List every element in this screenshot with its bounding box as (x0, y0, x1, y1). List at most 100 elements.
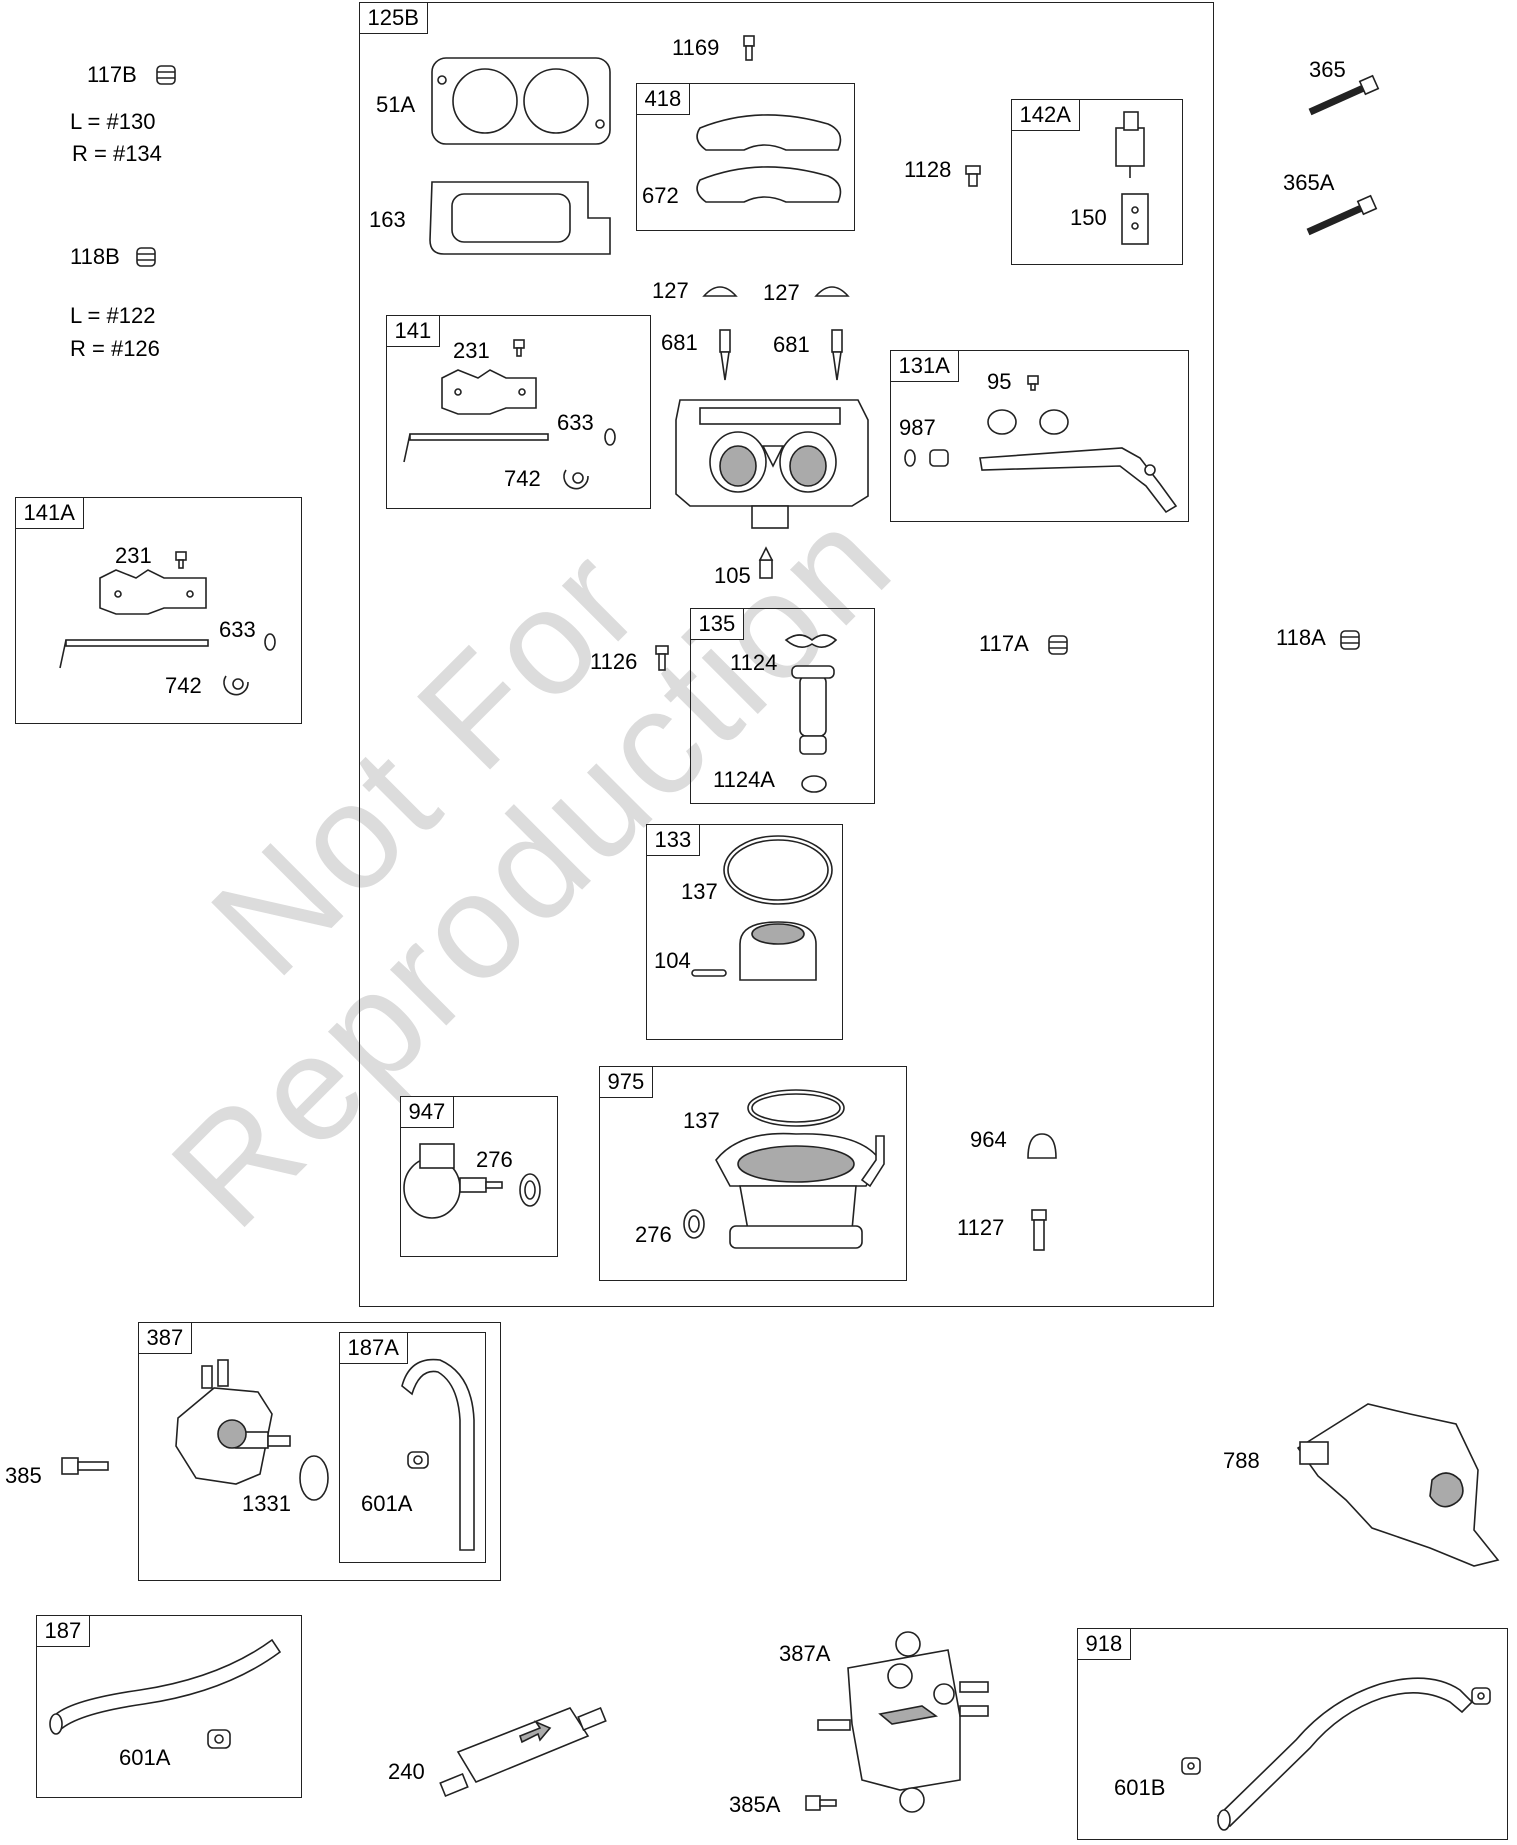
part-672: 672 (642, 183, 679, 208)
note-118b-right: R = #126 (70, 336, 160, 361)
gasket-51a-icon (431, 57, 611, 145)
gasket-1124a-icon (801, 775, 827, 793)
shield-788-icon (1296, 1403, 1500, 1567)
group-133-label: 133 (645, 823, 701, 856)
clamp-918-icon (1471, 1687, 1491, 1705)
valve-105-icon (758, 546, 774, 579)
group-141: 141 (385, 314, 651, 509)
cap-964-icon (1027, 1133, 1057, 1159)
group-131a-label: 131A (889, 349, 959, 382)
part-742-in-141: 742 (504, 466, 541, 491)
group-187a-label: 187A (338, 1331, 408, 1364)
part-633-in-141a: 633 (219, 617, 256, 642)
oring-137a-icon (723, 835, 833, 905)
part-1169: 1169 (672, 35, 720, 60)
clamp-601b-icon (1181, 1757, 1201, 1775)
group-131a: 131A (889, 349, 1189, 522)
group-135-label: 135 (689, 607, 745, 640)
group-141a: 141A (14, 496, 302, 724)
bolt-385-icon (61, 1457, 109, 1475)
group-142a: 142A (1010, 98, 1183, 265)
fuel-bowl-975-icon (715, 1132, 885, 1249)
part-276-in-975: 276 (635, 1222, 672, 1247)
part-240: 240 (388, 1759, 425, 1784)
part-633-in-141: 633 (557, 410, 594, 435)
part-601a-in-187: 601A (119, 1745, 171, 1770)
part-601a-in-187a: 601A (361, 1491, 413, 1516)
part-163: 163 (369, 207, 406, 232)
screw-1126-icon (655, 645, 669, 671)
rod-141a-icon (59, 639, 209, 669)
part-681-right: 681 (773, 332, 810, 357)
part-1127: 1127 (957, 1215, 1005, 1240)
screw-1127-icon (1031, 1209, 1047, 1251)
part-117a: 117A (979, 631, 1029, 656)
washer-633b-icon (264, 633, 276, 651)
bushing-987-icon (904, 449, 949, 467)
part-231-in-141a: 231 (115, 543, 152, 568)
part-105: 105 (714, 563, 751, 588)
group-141a-label: 141A (14, 496, 84, 529)
part-964: 964 (970, 1127, 1007, 1152)
bracket-142a-icon (1115, 111, 1145, 178)
group-125b: 125B (358, 1, 1214, 1307)
rod-141-icon (403, 433, 549, 463)
part-788: 788 (1223, 1448, 1260, 1473)
part-137-in-133: 137 (681, 879, 718, 904)
bowl-133-icon (739, 921, 817, 981)
note-118b-left: L = #122 (70, 303, 156, 328)
clip-742b-icon (223, 675, 249, 696)
group-387-label: 387 (137, 1321, 193, 1354)
part-127-left: 127 (652, 278, 689, 303)
part-1128: 1128 (904, 157, 952, 182)
part-117b: 117B (87, 62, 137, 87)
part-118b: 118B (70, 244, 120, 269)
group-918-label: 918 (1076, 1627, 1132, 1660)
part-385a: 385A (729, 1792, 781, 1817)
screw-95-icon (1027, 375, 1039, 391)
part-742-in-141a: 742 (165, 673, 202, 698)
part-1124a: 1124A (713, 767, 775, 792)
part-127-right: 127 (763, 280, 800, 305)
needle-681b-icon (831, 329, 843, 381)
grommet-118a-icon (1340, 630, 1360, 650)
hose-187a-icon (401, 1358, 475, 1551)
screw-231b-icon (175, 551, 187, 569)
grommet-117a-icon (1048, 635, 1068, 655)
bolt-365-icon (1308, 74, 1380, 116)
group-135: 135 (689, 607, 875, 804)
part-118a: 118A (1276, 625, 1326, 650)
note-117b-left: L = #130 (70, 109, 156, 134)
bolt-365a-icon (1306, 194, 1378, 236)
clip-742a-icon (563, 469, 589, 490)
screw-231a-icon (513, 339, 525, 357)
hose-187-icon (49, 1638, 282, 1735)
gasket-163-icon (429, 181, 611, 255)
screw-1128-icon (965, 165, 981, 187)
disc-131a-icon (987, 409, 1069, 435)
group-418-label: 418 (635, 82, 691, 115)
fuel-pump-387-icon (175, 1359, 291, 1485)
cap-127a-icon (702, 286, 738, 297)
part-1124: 1124 (730, 650, 778, 675)
group-975-label: 975 (598, 1065, 654, 1098)
grommet-118b-icon (136, 247, 156, 267)
part-601b: 601B (1114, 1775, 1166, 1800)
group-141-label: 141 (385, 314, 441, 347)
part-385: 385 (5, 1463, 42, 1488)
group-187a: 187A (338, 1331, 486, 1563)
washer-276a-icon (519, 1173, 541, 1207)
bracket-141a-icon (99, 569, 207, 615)
clamp-601ab-icon (207, 1729, 231, 1749)
group-947: 947 (399, 1095, 558, 1257)
oring-1331-icon (299, 1455, 329, 1501)
part-365: 365 (1309, 57, 1346, 82)
carburetor-body-icon (675, 399, 869, 529)
part-987: 987 (899, 415, 936, 440)
part-681-left: 681 (661, 330, 698, 355)
part-276-in-947: 276 (476, 1147, 513, 1172)
part-104: 104 (654, 948, 691, 973)
grommet-117b-icon (156, 65, 176, 85)
pin-104-icon (691, 969, 727, 977)
